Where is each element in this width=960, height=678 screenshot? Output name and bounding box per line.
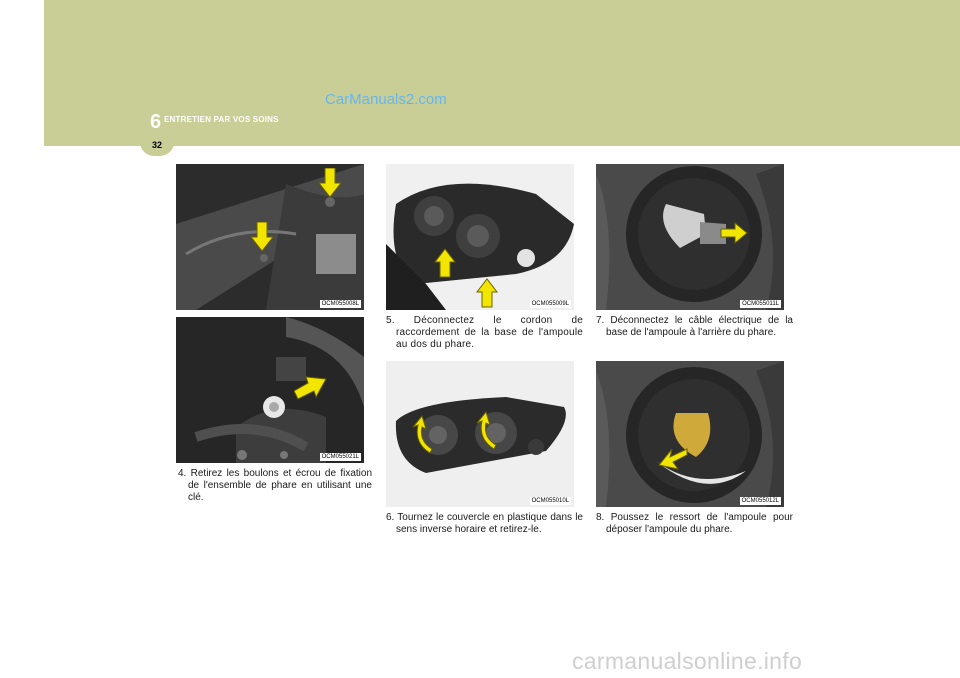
watermark-link[interactable]: CarManuals2.com xyxy=(325,91,447,108)
arrow-up-icon xyxy=(476,278,498,308)
arrow-right-icon xyxy=(294,376,327,400)
arrow-down-icon xyxy=(318,168,342,198)
figure-code: OCM055011L xyxy=(740,300,781,308)
page-number: 32 xyxy=(152,140,163,150)
figure-code: OCM055021L xyxy=(319,453,361,461)
figure-bulb-spring-photo: OCM055012L xyxy=(596,361,784,507)
header-band xyxy=(44,0,960,146)
step-7-caption: 7. Déconnectez le câble électrique de la… xyxy=(596,315,793,338)
arrow-down-icon xyxy=(250,222,274,252)
figure-code: OCM055008L xyxy=(319,300,361,308)
figure-headlamp-bolts-photo: OCM055008L xyxy=(176,164,364,310)
arrow-right-icon xyxy=(720,222,748,244)
page-number-tab xyxy=(140,134,174,156)
figure-engine-bay-photo: OCM055021L xyxy=(176,317,364,463)
arrow-down-left-icon xyxy=(658,448,688,470)
figure-code: OCM055009L xyxy=(529,300,571,308)
figure-code: OCM055012L xyxy=(739,497,781,505)
arrow-up-icon xyxy=(434,248,456,278)
step-4-caption: 4. Retirez les boulons et écrou de fixat… xyxy=(178,468,372,503)
footer-watermark: carmanualsonline.info xyxy=(572,648,803,674)
step-6-caption: 6. Tournez le couvercle en plastique dan… xyxy=(386,512,583,535)
figure-plastic-cover-photo: OCM055010L xyxy=(386,361,574,507)
rotate-counterclockwise-icon xyxy=(412,415,433,454)
step-5-caption: 5. Déconnectez le cordon de raccordement… xyxy=(386,315,583,350)
figure-bulb-connector-photo: OCM055011L xyxy=(596,164,784,310)
figure-code: OCM055010L xyxy=(529,497,571,505)
chapter-number: 6 xyxy=(150,111,162,133)
chapter-title: ENTRETIEN PAR VOS SOINS xyxy=(164,115,279,124)
figure-headlamp-rear-photo: OCM055009L xyxy=(386,164,574,310)
step-8-caption: 8. Poussez le ressort de l'ampoule pour … xyxy=(596,512,793,535)
rotate-counterclockwise-icon xyxy=(476,411,497,450)
